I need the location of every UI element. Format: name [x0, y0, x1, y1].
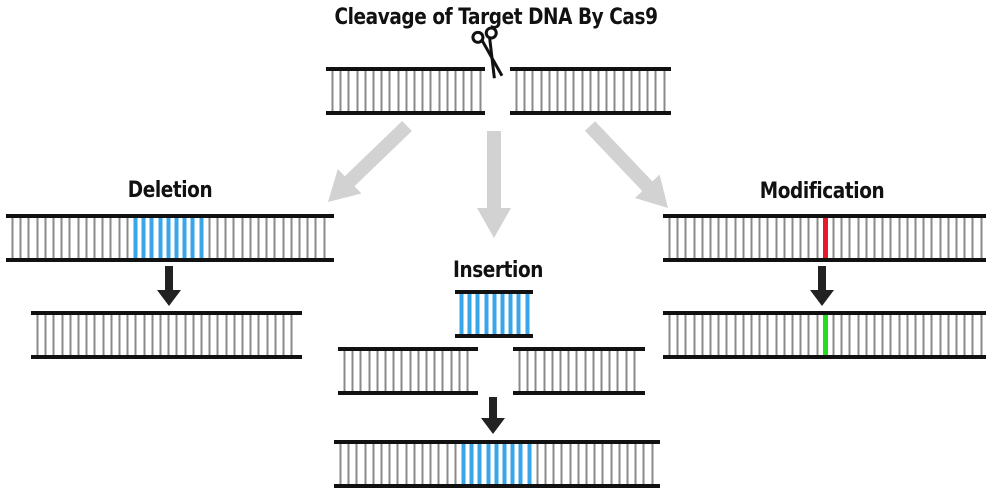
insertion-step-arrow	[481, 397, 505, 434]
cleaved-dna-left	[326, 67, 485, 115]
insertion-dna-right	[513, 347, 645, 395]
scissors-icon	[471, 26, 504, 79]
step-arrow-head	[481, 418, 505, 434]
pathway-arrow-shape	[328, 121, 412, 202]
modification-step-arrow	[810, 266, 834, 306]
step-arrow-shaft	[165, 266, 173, 292]
dna-layer	[6, 67, 986, 488]
pathway-arrows	[328, 121, 668, 238]
insertion-fragment	[455, 290, 533, 338]
insertion-dna-after	[334, 440, 660, 488]
pathway-arrow-shape	[584, 121, 668, 208]
insertion-dna-left	[338, 347, 478, 395]
step-arrows	[157, 266, 834, 434]
arrow-to-deletion	[328, 121, 412, 202]
modification-dna-before	[663, 214, 986, 262]
deletion-dna-before	[6, 214, 334, 262]
diagram-title: Cleavage of Target DNA By Cas9	[334, 5, 658, 30]
step-arrow-head	[157, 290, 181, 306]
arrow-to-insertion	[477, 131, 511, 238]
deletion-label: Deletion	[127, 178, 213, 203]
deletion-step-arrow	[157, 266, 181, 306]
step-arrow-head	[810, 290, 834, 306]
modification-label: Modification	[759, 179, 885, 204]
deletion-dna-after	[31, 311, 302, 359]
step-arrow-shaft	[818, 266, 826, 292]
modification-dna-after	[663, 311, 986, 359]
pathway-arrow-shape	[477, 131, 511, 238]
step-arrow-shaft	[489, 397, 497, 420]
insertion-label: Insertion	[453, 258, 543, 283]
arrow-to-modification	[584, 121, 668, 208]
cleaved-dna-right	[510, 67, 671, 115]
